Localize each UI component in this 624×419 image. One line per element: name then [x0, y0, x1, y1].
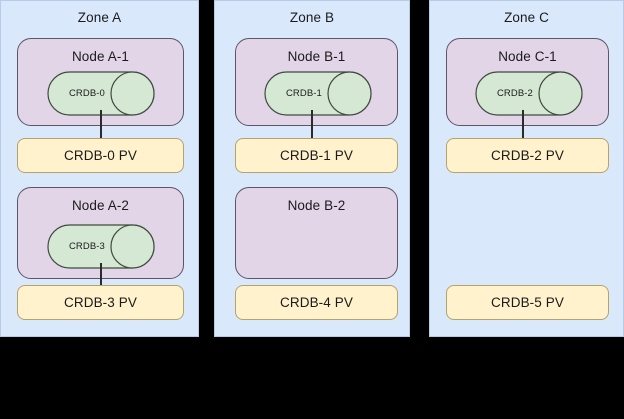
- database-cylinder-icon: [47, 224, 155, 269]
- zone-b[interactable]: Zone B Node B-1 CRDB-1 CRDB-1 PV Node B-…: [214, 0, 410, 337]
- node-b-2-title: Node B-2: [287, 198, 346, 213]
- connector-crdb-1-to-pv: [311, 110, 313, 139]
- pv-crdb-3-label: CRDB-3 PV: [64, 295, 137, 310]
- node-c-1[interactable]: Node C-1 CRDB-2: [446, 38, 609, 126]
- pod-crdb-2[interactable]: CRDB-2: [475, 71, 583, 116]
- node-a-1-title: Node A-1: [71, 49, 130, 64]
- pv-crdb-0-label: CRDB-0 PV: [64, 148, 137, 163]
- node-c-1-title: Node C-1: [498, 49, 557, 64]
- pv-crdb-2[interactable]: CRDB-2 PV: [446, 138, 609, 173]
- node-a-2-title: Node A-2: [71, 198, 130, 213]
- database-cylinder-icon: [475, 71, 583, 116]
- pod-crdb-1[interactable]: CRDB-1: [264, 71, 372, 116]
- node-b-1-title: Node B-1: [287, 49, 346, 64]
- connector-crdb-2-to-pv: [522, 110, 524, 139]
- pv-crdb-4-label: CRDB-4 PV: [280, 295, 353, 310]
- zone-c-title: Zone C: [504, 10, 549, 25]
- pv-crdb-1-label: CRDB-1 PV: [280, 148, 353, 163]
- pv-crdb-5-label: CRDB-5 PV: [491, 295, 564, 310]
- zone-a[interactable]: Zone A Node A-1 CRDB-0 CRDB-0 PV Node A-…: [0, 0, 199, 337]
- zone-a-title: Zone A: [77, 10, 122, 25]
- pv-crdb-1[interactable]: CRDB-1 PV: [235, 138, 398, 173]
- pv-crdb-4[interactable]: CRDB-4 PV: [235, 285, 398, 320]
- database-cylinder-icon: [47, 71, 155, 116]
- database-cylinder-icon: [264, 71, 372, 116]
- pv-crdb-2-label: CRDB-2 PV: [491, 148, 564, 163]
- connector-crdb-0-to-pv: [100, 110, 102, 139]
- node-b-1[interactable]: Node B-1 CRDB-1: [235, 38, 398, 126]
- pv-crdb-3[interactable]: CRDB-3 PV: [17, 285, 184, 320]
- pv-crdb-5[interactable]: CRDB-5 PV: [446, 285, 609, 320]
- connector-crdb-3-to-pv: [100, 263, 102, 285]
- pv-crdb-0[interactable]: CRDB-0 PV: [17, 138, 184, 173]
- zone-b-title: Zone B: [289, 10, 335, 25]
- zone-c[interactable]: Zone C Node C-1 CRDB-2 CRDB-2 PV CRDB-5 …: [429, 0, 624, 337]
- node-b-2[interactable]: Node B-2: [235, 187, 398, 279]
